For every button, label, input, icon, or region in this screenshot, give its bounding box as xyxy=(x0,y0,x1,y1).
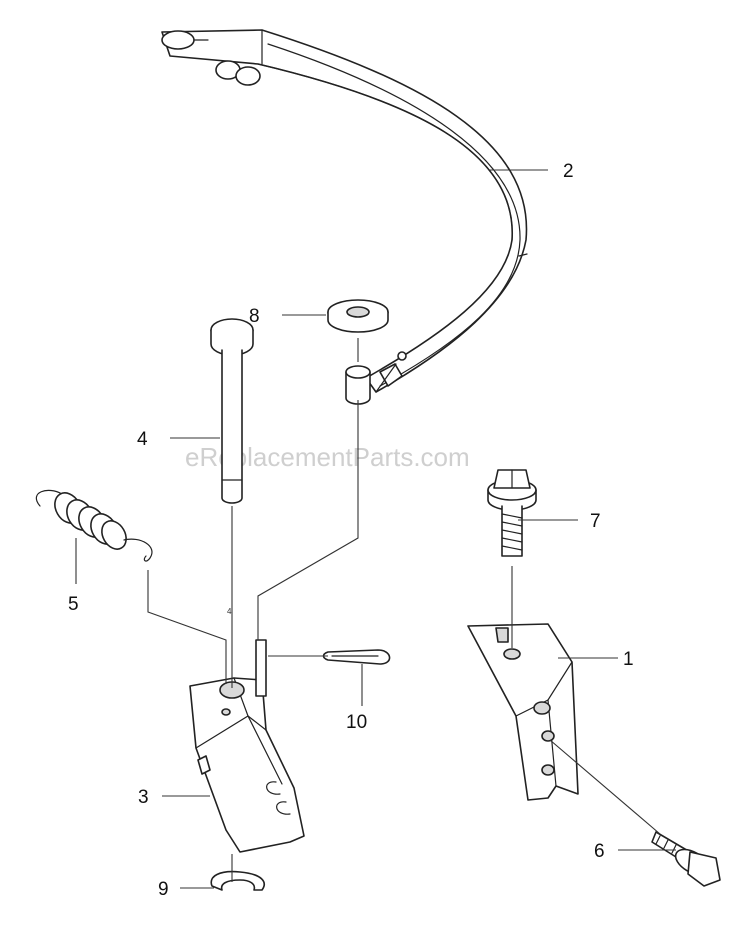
callout-9: 9 xyxy=(158,879,169,900)
part-6-bolt xyxy=(651,831,721,887)
part-8-washer xyxy=(327,299,389,333)
part-7-screw xyxy=(487,469,537,557)
part-3-lever xyxy=(189,639,305,853)
callout-6: 6 xyxy=(594,841,605,862)
leader-lines xyxy=(75,169,676,889)
small-mark-text: 4 xyxy=(227,607,232,616)
callout-1: 1 xyxy=(623,649,634,670)
callout-10: 10 xyxy=(346,712,367,733)
part-1-bracket xyxy=(467,623,579,801)
callout-7: 7 xyxy=(590,511,601,532)
bushing xyxy=(345,365,371,405)
part-10-cotter-pin xyxy=(322,649,391,665)
part-9-clip xyxy=(210,870,265,891)
callout-5: 5 xyxy=(68,594,79,615)
callout-2: 2 xyxy=(563,161,574,182)
part-5-spring xyxy=(35,489,153,562)
callout-3: 3 xyxy=(138,787,149,808)
callout-8: 8 xyxy=(249,306,260,327)
part-4-pin xyxy=(210,318,254,504)
part-2-curved-bar xyxy=(161,29,528,393)
callout-4: 4 xyxy=(137,429,148,450)
